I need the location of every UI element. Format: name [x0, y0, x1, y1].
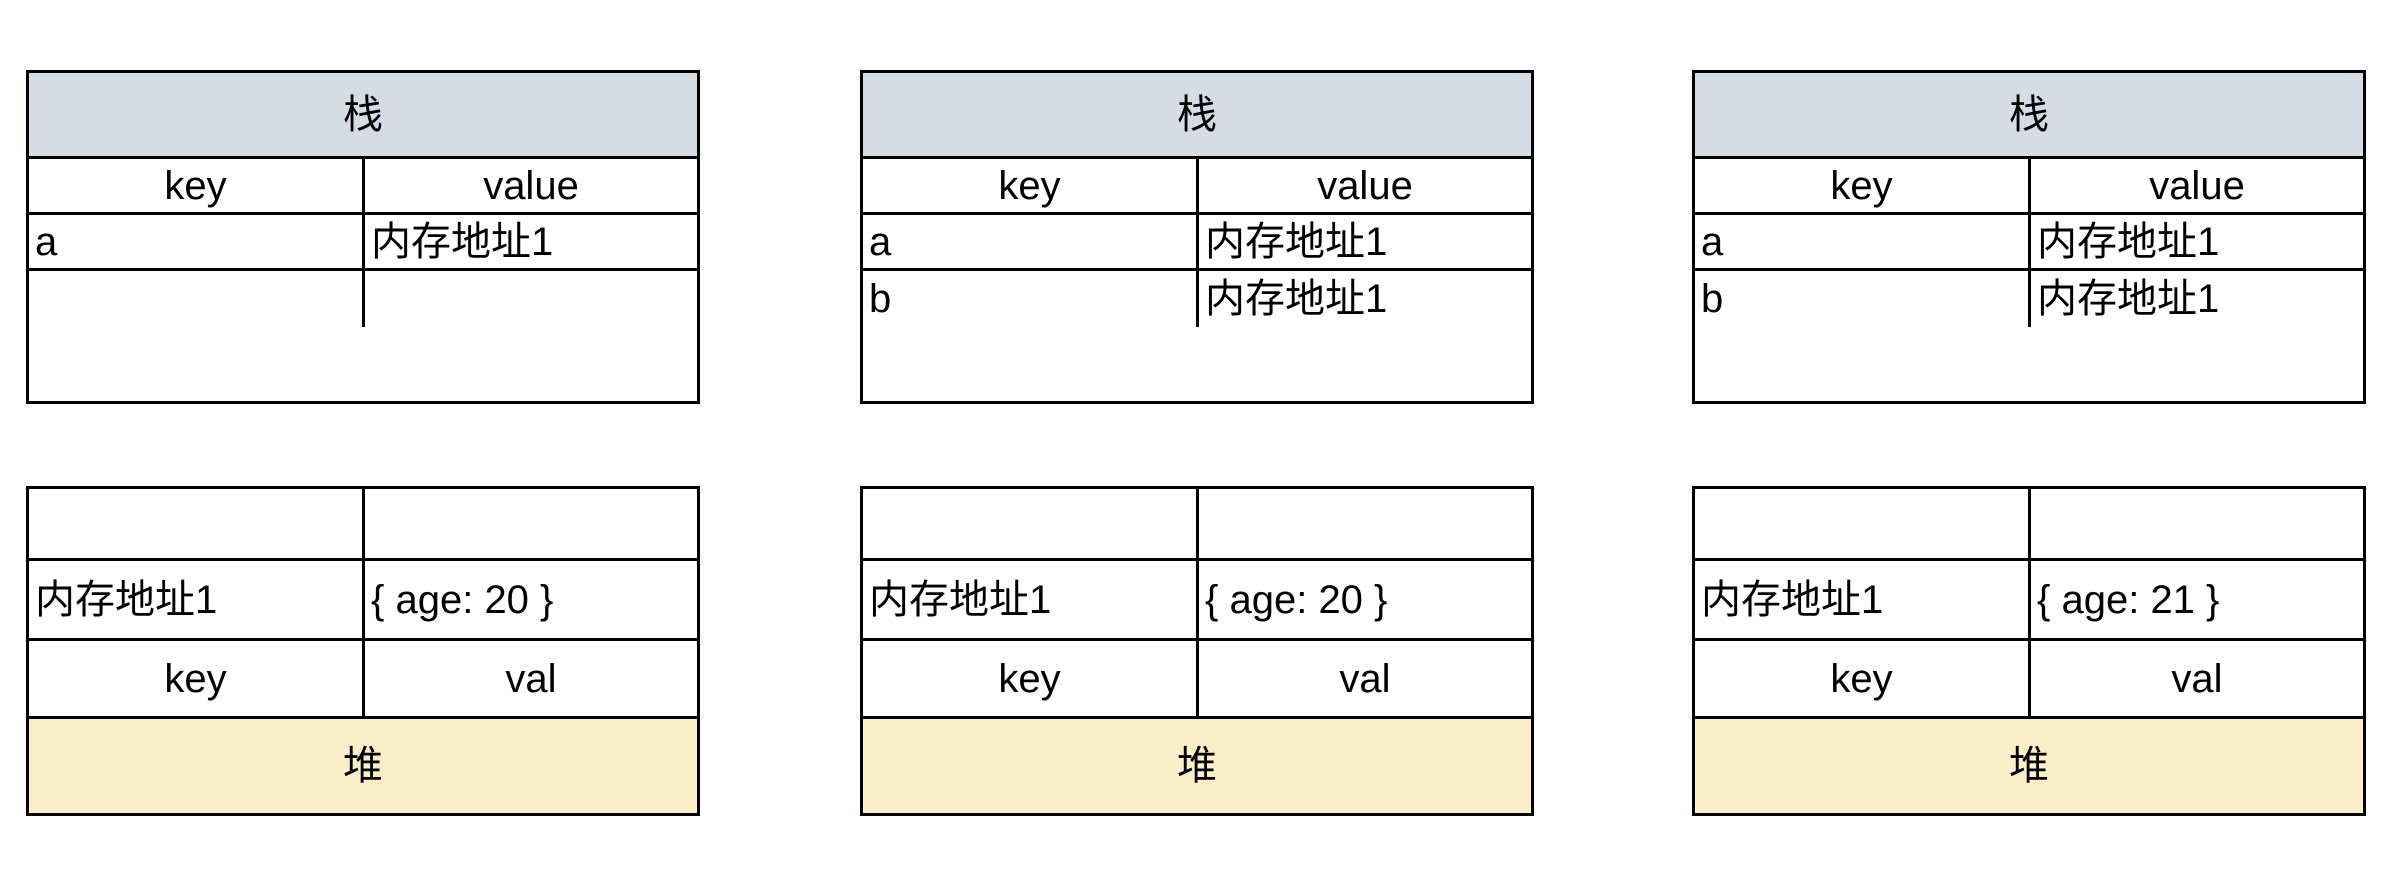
- stack-column-header-value: value: [483, 163, 579, 208]
- heap-column-label-row: key val: [29, 641, 697, 719]
- heap-column-label-val: val: [2171, 656, 2223, 701]
- stack-row: b 内存地址1: [863, 271, 1531, 327]
- heap-blank-cell-key: [1695, 489, 2031, 558]
- stack-title-label: 栈: [863, 73, 1531, 156]
- stack-cell-key: b: [863, 271, 1199, 327]
- stack-cell-value: 内存地址1: [1205, 277, 1388, 321]
- stack-cell-value: 内存地址1: [1205, 219, 1388, 264]
- heap-column-label-key: key: [863, 641, 1199, 716]
- stack-table-1: 栈 key value a 内存地址1: [26, 70, 700, 404]
- heap-column-label-key: key: [29, 641, 365, 716]
- stack-cell-key: a: [29, 215, 365, 268]
- stack-title-row: 栈: [29, 73, 697, 159]
- heap-entry-row: 内存地址1 { age: 20 }: [29, 561, 697, 641]
- heap-column-label-val: val: [505, 656, 557, 701]
- stack-cell-value: 内存地址1: [2037, 219, 2220, 264]
- stack-cell-key: b: [1695, 271, 2031, 327]
- heap-blank-cell-key: [29, 489, 365, 558]
- stack-row: a 内存地址1: [863, 215, 1531, 271]
- stack-table-2: 栈 key value a 内存地址1 b 内存地址1: [860, 70, 1534, 404]
- stack-row: a 内存地址1: [29, 215, 697, 271]
- heap-entry-object: { age: 21 }: [2037, 577, 2220, 622]
- heap-blank-cell-val: [1199, 489, 1531, 558]
- stack-cell-key: a: [863, 215, 1199, 268]
- heap-entry-address: 内存地址1: [863, 561, 1199, 638]
- stack-column-header-key: key: [863, 159, 1199, 212]
- heap-blank-row: [1695, 489, 2363, 561]
- stack-column-header-key: key: [29, 159, 365, 212]
- heap-title-row: 堆: [863, 719, 1531, 813]
- stack-cell-value: 内存地址1: [2037, 277, 2220, 321]
- stack-title-row: 栈: [863, 73, 1531, 159]
- stack-title-label: 栈: [1695, 73, 2363, 156]
- stack-title-row: 栈: [1695, 73, 2363, 159]
- heap-column-label-row: key val: [863, 641, 1531, 719]
- stack-cell-value: [365, 271, 697, 327]
- heap-title-row: 堆: [29, 719, 697, 813]
- stack-cell-key: a: [1695, 215, 2031, 268]
- stack-table-3: 栈 key value a 内存地址1 b 内存地址1: [1692, 70, 2366, 404]
- heap-blank-cell-key: [863, 489, 1199, 558]
- stack-cell-value: 内存地址1: [371, 219, 554, 264]
- stack-row: [29, 271, 697, 327]
- stack-column-header-value: value: [1317, 163, 1413, 208]
- heap-entry-object: { age: 20 }: [371, 577, 554, 622]
- stack-column-header-value: value: [2149, 163, 2245, 208]
- heap-entry-row: 内存地址1 { age: 21 }: [1695, 561, 2363, 641]
- stack-row: a 内存地址1: [1695, 215, 2363, 271]
- heap-column-label-key: key: [1695, 641, 2031, 716]
- heap-blank-cell-val: [2031, 489, 2363, 558]
- stack-column-header-row: key value: [863, 159, 1531, 215]
- heap-entry-object: { age: 20 }: [1205, 577, 1388, 622]
- stack-column-header-key: key: [1695, 159, 2031, 212]
- heap-table-1: 内存地址1 { age: 20 } key val 堆: [26, 486, 700, 816]
- heap-title-row: 堆: [1695, 719, 2363, 813]
- heap-title-label: 堆: [1695, 719, 2363, 813]
- heap-entry-row: 内存地址1 { age: 20 }: [863, 561, 1531, 641]
- stack-cell-key: [29, 271, 365, 327]
- heap-blank-row: [29, 489, 697, 561]
- stack-row: b 内存地址1: [1695, 271, 2363, 327]
- stack-title-label: 栈: [29, 73, 697, 156]
- stack-column-header-row: key value: [29, 159, 697, 215]
- heap-title-label: 堆: [863, 719, 1531, 813]
- heap-table-2: 内存地址1 { age: 20 } key val 堆: [860, 486, 1534, 816]
- heap-column-label-val: val: [1339, 656, 1391, 701]
- heap-column-label-row: key val: [1695, 641, 2363, 719]
- heap-blank-cell-val: [365, 489, 697, 558]
- stack-column-header-row: key value: [1695, 159, 2363, 215]
- heap-blank-row: [863, 489, 1531, 561]
- heap-entry-address: 内存地址1: [29, 561, 365, 638]
- heap-entry-address: 内存地址1: [1695, 561, 2031, 638]
- heap-title-label: 堆: [29, 719, 697, 813]
- heap-table-3: 内存地址1 { age: 21 } key val 堆: [1692, 486, 2366, 816]
